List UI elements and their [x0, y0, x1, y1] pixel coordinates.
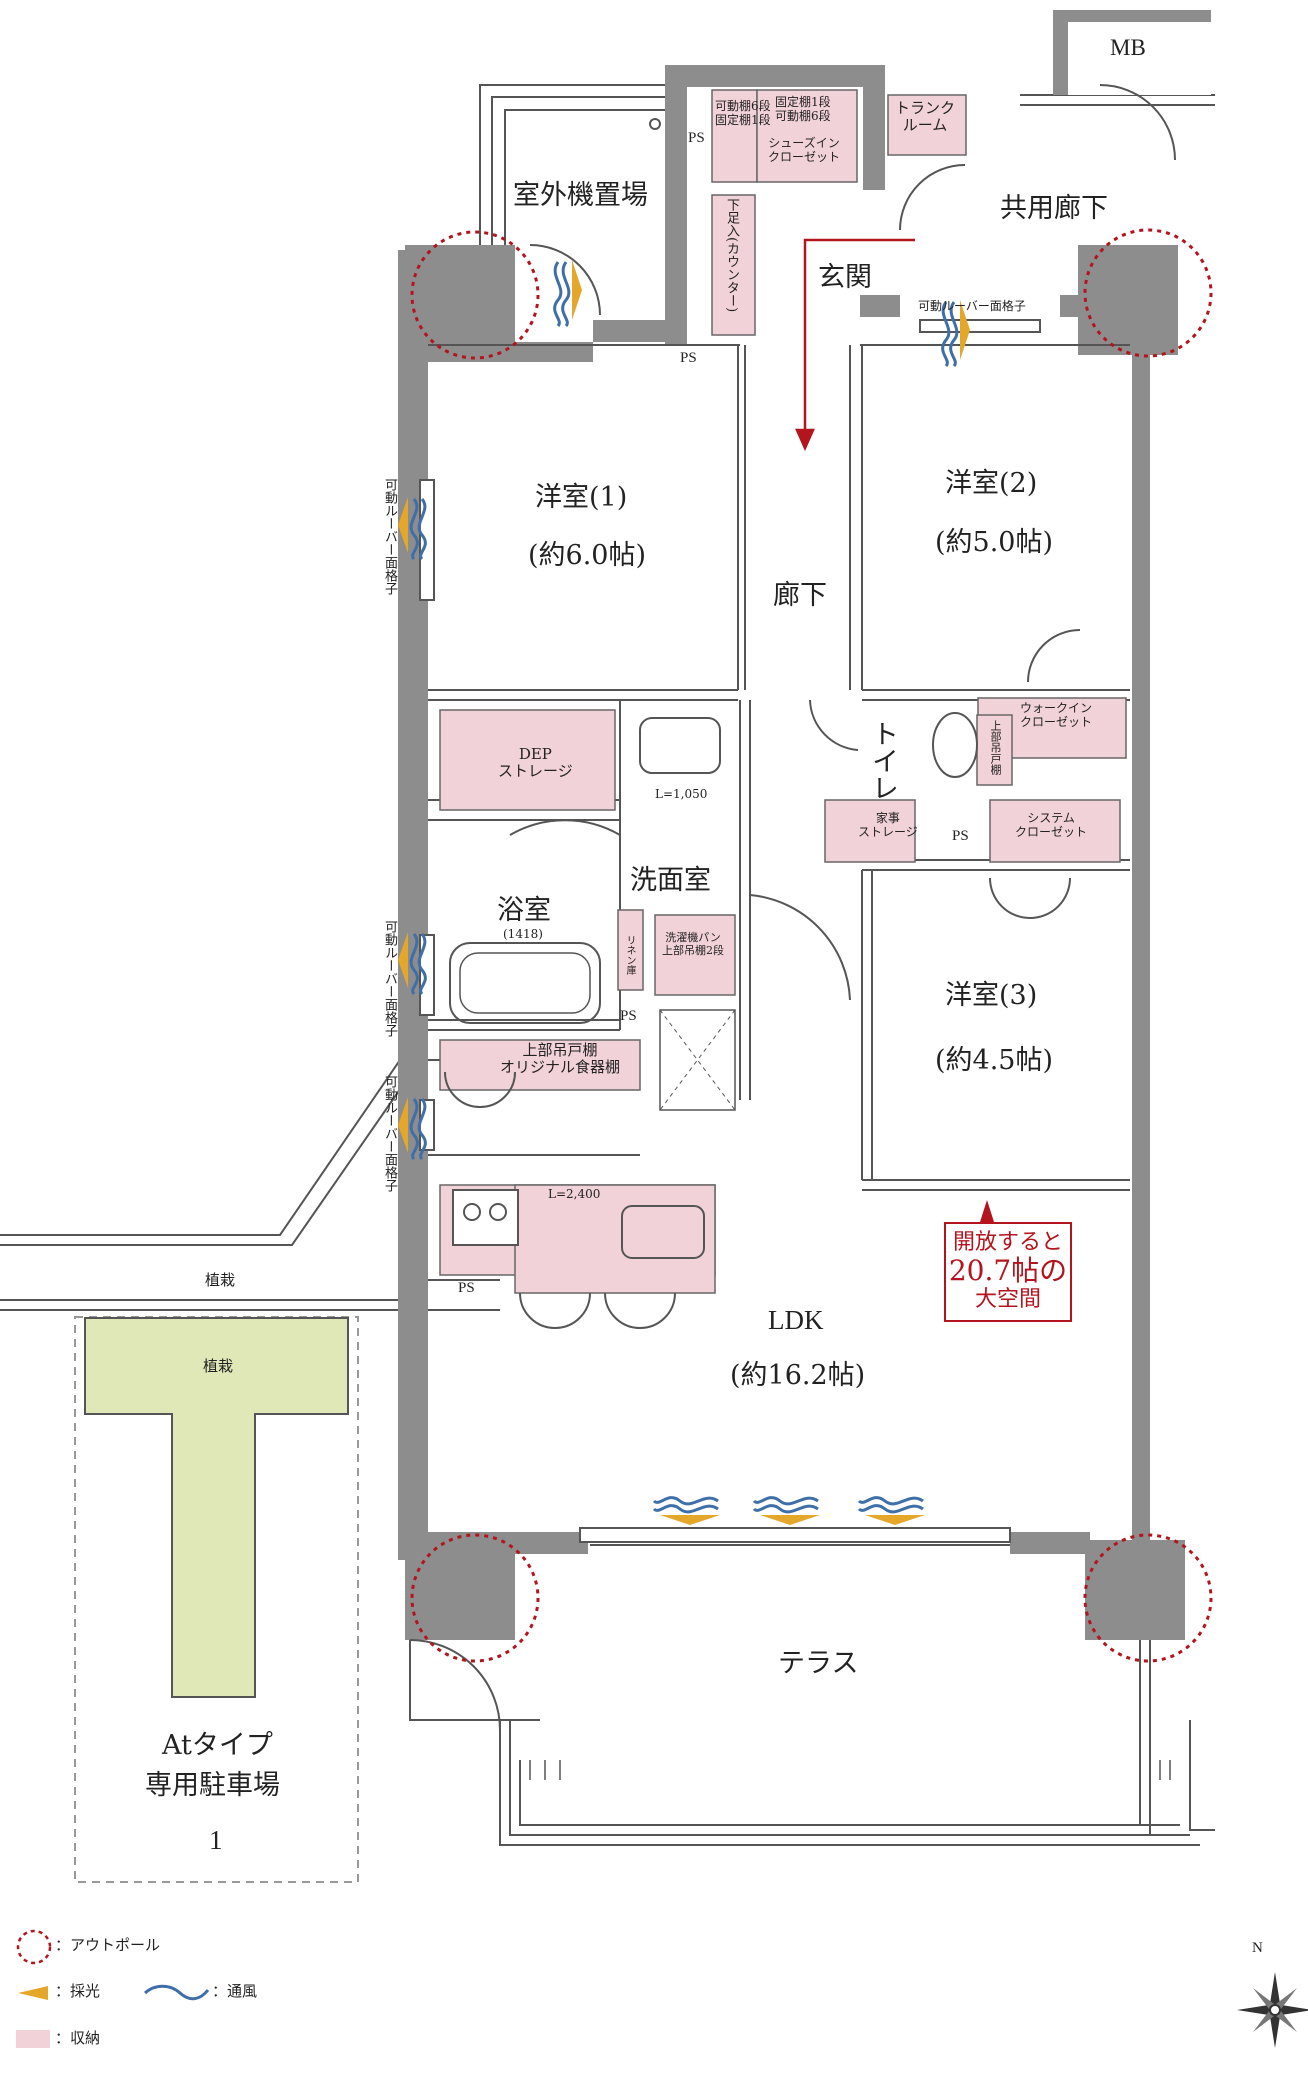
louver-top-text: 可動ルーバー面格子 — [918, 299, 1026, 313]
legend-light: ：採光 — [55, 1982, 101, 2000]
terrace-label: テラス — [778, 1648, 859, 1679]
ps-bath-label: PS — [620, 1008, 637, 1024]
callout-line3: 大空間 — [974, 1287, 1041, 1313]
bath-size-label: (1418) — [503, 927, 543, 941]
ps-top-left-label: PS — [688, 130, 705, 146]
entrance-label: 玄関 — [818, 262, 872, 293]
kitchen-width-label: L=2,400 — [548, 1187, 601, 1201]
washroom-label: 洗面室 — [630, 865, 711, 896]
ps-entrance-label: PS — [680, 350, 697, 366]
compass-icon — [1237, 1972, 1308, 2048]
outpole-markers — [410, 228, 1213, 1663]
planting-area — [84, 1317, 349, 1698]
parking-label: 専用駐車場 — [145, 1770, 280, 1801]
callout-line2: 20.7帖の — [948, 1254, 1068, 1288]
ps-kitchen-label: PS — [458, 1280, 475, 1296]
storage-legend-icon — [16, 2030, 50, 2048]
storage-areas — [439, 89, 1127, 1294]
fixed-shelf-right-label: 固定棚1段 可動棚6段 — [775, 95, 831, 123]
ldk-name: LDK — [768, 1305, 824, 1335]
vanity-width-label: L=1,050 — [655, 787, 708, 801]
planting-top-label: 植栽 — [205, 1271, 236, 1289]
bathroom-label: 浴室 — [497, 895, 551, 926]
louver-room1-label: 可動ルーバー面格子 — [382, 478, 397, 595]
shoes-in-closet-label: シューズイン クローゼット — [768, 136, 841, 164]
common-corridor-label: 共用廊下 — [1000, 193, 1108, 224]
louver-kitchen-label: 可動ルーバー面格子 — [382, 1075, 397, 1192]
dish-cabinet-label: 上部吊戸棚 オリジナル食器棚 — [500, 1041, 621, 1077]
hallway-label: 廊下 — [773, 580, 827, 611]
legend-storage: ：収納 — [55, 2029, 101, 2047]
linen-label: リネン庫 — [624, 935, 635, 975]
housework-storage-label: 家事 ストレージ — [858, 811, 918, 839]
room3-name: 洋室(3) — [945, 980, 1038, 1011]
ldk-size: (約16.2帖) — [730, 1360, 866, 1391]
ps-closet-label: PS — [952, 828, 969, 844]
light-legend-icon — [18, 1986, 48, 2000]
mb-label: MB — [1110, 35, 1146, 60]
room3-size: (約4.5帖) — [935, 1045, 1054, 1076]
wind-legend-icon — [143, 1984, 210, 2001]
parking-number: 1 — [209, 1825, 223, 1855]
toilet-label: トイレ — [867, 720, 899, 801]
walk-in-closet-label: ウォークイン クローゼット — [1020, 701, 1093, 729]
trunk-room-label: トランク ルーム — [895, 99, 956, 135]
callout-line1: 開放すると — [952, 1230, 1063, 1255]
fixed-shelf-left-label: 可動棚6段 固定棚1段 — [715, 99, 771, 127]
system-closet-label: システム クローゼット — [1015, 811, 1088, 839]
legend-outpole: ：アウトポール — [55, 1936, 161, 1954]
open-space-callout: 開放すると 20.7帖の 大空間 — [944, 1222, 1072, 1322]
walls — [398, 65, 1185, 1640]
dep-storage-label: DEP ストレージ — [498, 745, 573, 781]
room2-size: (約5.0帖) — [935, 527, 1054, 558]
upper-cabinet-label: 上部吊戸棚 — [989, 720, 1002, 775]
washer-pan-label: 洗濯機パン 上部吊棚2段 — [662, 931, 724, 957]
legend-wind: ：通風 — [212, 1982, 258, 2000]
room1-name: 洋室(1) — [535, 482, 628, 513]
louver-bath-label: 可動ルーバー面格子 — [382, 920, 397, 1037]
room2-name: 洋室(2) — [945, 468, 1038, 499]
parking-type-label: Atタイプ — [162, 1730, 273, 1761]
outdoor-unit-label: 室外機置場 — [513, 180, 648, 211]
planting-inner-label: 植栽 — [203, 1357, 234, 1375]
entrance-arrow — [795, 238, 915, 452]
outpole-legend-icon — [16, 1929, 52, 1965]
interior-walls — [409, 344, 1200, 1846]
shoe-counter-label: 下足入(カウンター) — [724, 198, 739, 313]
door-swings — [409, 84, 1176, 1731]
compass-north-label: N — [1252, 1940, 1263, 1956]
room1-size: (約6.0帖) — [528, 540, 647, 571]
